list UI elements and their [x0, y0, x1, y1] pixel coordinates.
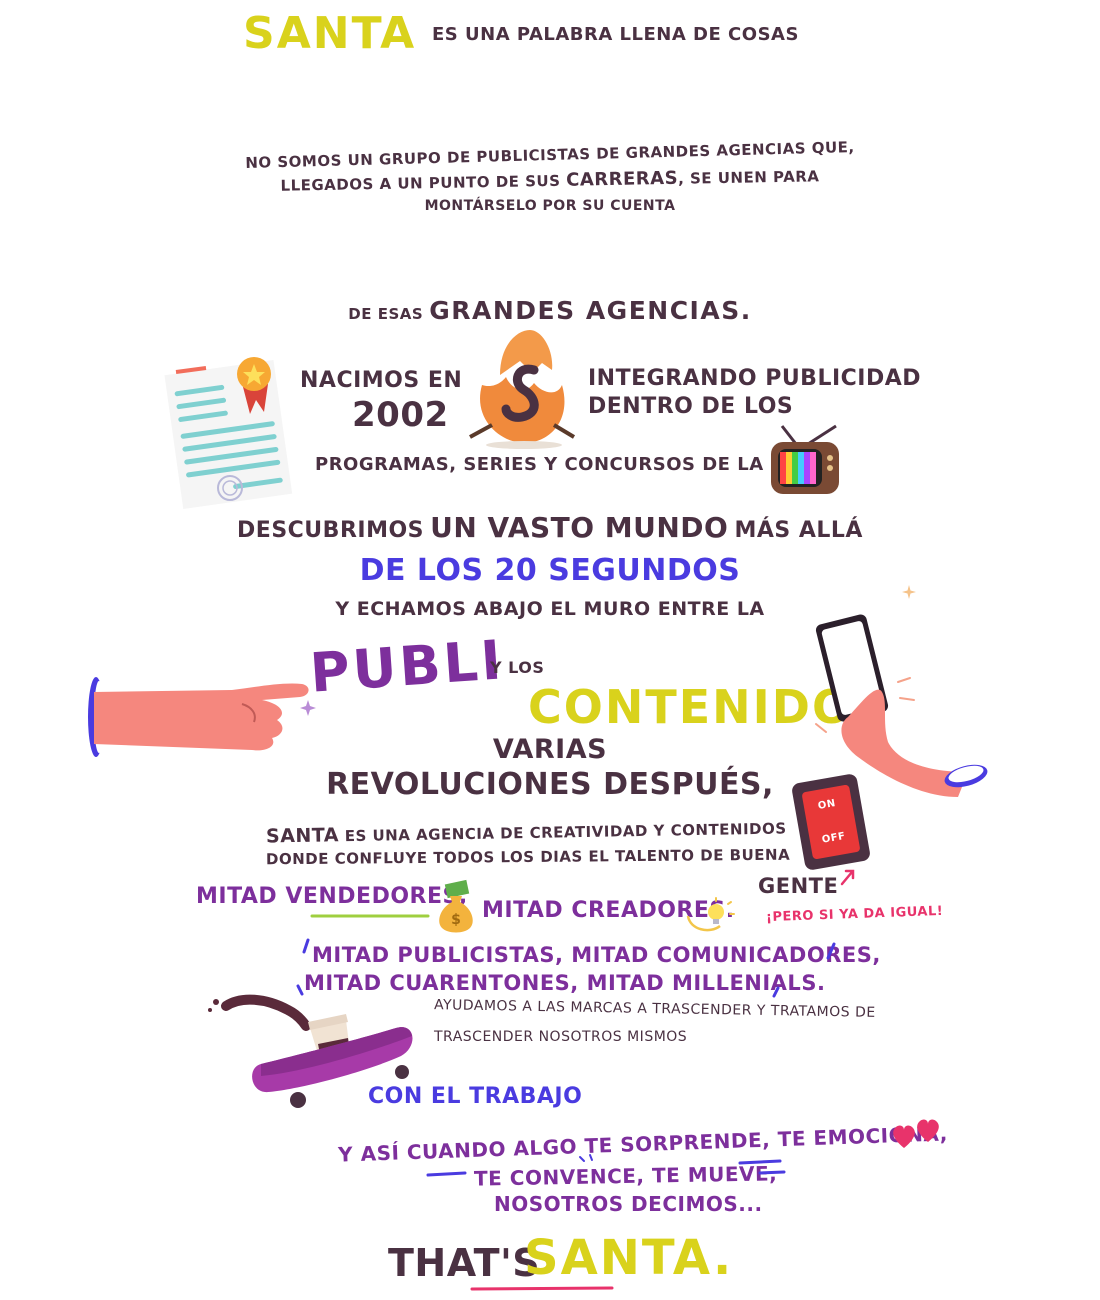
born-year: 2002 [352, 395, 449, 435]
pointing-hand-icon [88, 677, 309, 757]
brands-line-2: TRASCENDER NOSOTROS MISMOS [434, 1029, 688, 1045]
skateboard-coffee-icon [208, 994, 413, 1108]
intro-line-3: MONTÁRSELO POR SU CUENTA [424, 198, 676, 214]
world-post: MÁS ALLÁ [734, 518, 863, 543]
tv-icon [771, 424, 839, 494]
publi-ylos: Y LOS [490, 658, 545, 677]
dash-marks [426, 1154, 786, 1177]
bracket-marks [296, 938, 836, 998]
brand-title: SANTA [243, 8, 417, 59]
world-line: DESCUBRIMOS UN VASTO MUNDO MÁS ALLÁ [0, 514, 1100, 542]
halves-creadores: MITAD CREADORES. [482, 898, 735, 923]
born-right-1: INTEGRANDO PUBLICIDAD [588, 366, 922, 391]
brands-line-1: AYUDAMOS A LAS MARCAS A TRASCENDER Y TRA… [433, 997, 876, 1021]
intro-line-2-post: , SE UNEN PARA [677, 167, 820, 188]
born-programs: PROGRAMAS, SERIES Y CONCURSOS DE LA [315, 454, 764, 475]
sparkle-icon [902, 585, 916, 599]
sparkle-icon [300, 700, 316, 716]
world-emphasis: UN VASTO MUNDO [430, 511, 729, 544]
arrow-up-icon [840, 869, 855, 886]
halves-cuarentones: MITAD CUARENTONES, MITAD MILLENIALS. [304, 971, 826, 995]
closing-brand: SANTA. [524, 1230, 734, 1286]
born-line-1: NACIMOS EN [300, 368, 463, 393]
switch-off-label: OFF [821, 830, 847, 846]
world-seconds: DE LOS 20 SEGUNDOS [359, 553, 741, 588]
brand-subtitle: ES UNA PALABRA LLENA DE COSAS [432, 24, 799, 45]
money-bag-icon: $ [439, 879, 473, 933]
svg-text:$: $ [451, 912, 461, 928]
phone-hand-icon [815, 614, 988, 797]
lightbulb-icon [686, 897, 735, 932]
contenidos-word: CONTENIDOS [528, 680, 889, 734]
closing-thats: THAT'S [388, 1241, 541, 1285]
agency-line-2: DONDE CONFLUYE TODOS LOS DIAS EL TALENTO… [265, 845, 791, 869]
agency-line-1: SANTA ES UNA AGENCIA DE CREATIVIDAD Y CO… [265, 818, 787, 848]
halves-aside: ¡PERO SI YA DA IGUAL! [765, 903, 944, 926]
world-wall: Y ECHAMOS ABAJO EL MURO ENTRE LA [335, 598, 765, 620]
agency-line-1-text: ES UNA AGENCIA DE CREATIVIDAD Y CONTENID… [344, 819, 787, 846]
underline-pink [470, 1286, 614, 1291]
certificate-icon [164, 357, 293, 509]
halves-vendedores: MITAD VENDEDORES, [196, 884, 468, 909]
underline-green [310, 914, 430, 918]
agencies-emphasis: GRANDES AGENCIAS. [429, 296, 752, 325]
agencies-line: DE ESAS GRANDES AGENCIAS. [0, 298, 1100, 323]
intro-line-2-emphasis: CARRERAS [566, 167, 679, 191]
intro-line-2-pre: LLEGADOS A UN PUNTO DE SUS [280, 171, 561, 195]
switch-on-label: ON [817, 797, 837, 812]
world-pre: DESCUBRIMOS [237, 518, 425, 543]
closing-line-3: NOSOTROS DECIMOS... [494, 1192, 763, 1216]
revolutions-line-1: VARIAS [492, 734, 608, 765]
agency-gente: GENTE [758, 874, 839, 898]
egg-logo-icon [469, 330, 576, 449]
publi-word: PUBLI [308, 628, 507, 705]
agencies-pre: DE ESAS [348, 305, 424, 323]
halves-publicistas: MITAD PUBLICISTAS, MITAD COMUNICADORES, [312, 943, 881, 967]
born-right-2: DENTRO DE LOS [588, 394, 794, 419]
revolutions-line-2: REVOLUCIONES DESPUÉS, [326, 767, 774, 802]
hearts-icon [893, 1119, 939, 1148]
agency-brand: SANTA [265, 824, 340, 848]
brands-work: CON EL TRABAJO [368, 1084, 583, 1109]
